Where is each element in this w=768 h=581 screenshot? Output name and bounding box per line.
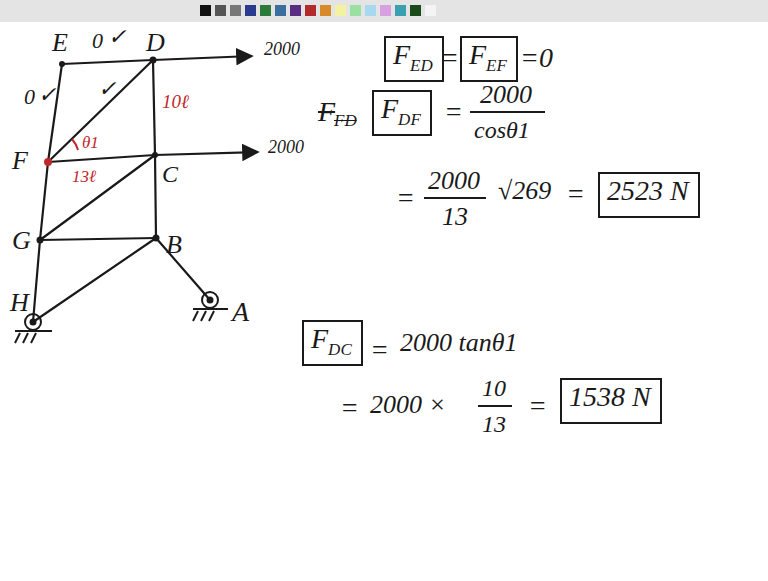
fraction-bars (424, 112, 545, 406)
box-text: F (393, 39, 410, 70)
equation-sign: = (444, 98, 463, 126)
subscript: DC (328, 340, 352, 359)
equation-sign: = (370, 336, 389, 364)
box-text: 2523 N (607, 175, 689, 206)
check-mark: ✓ (38, 84, 56, 106)
force-box: FDC (302, 320, 363, 366)
joint-letter: D (146, 30, 165, 56)
check-mark: ✓ (108, 26, 126, 48)
angle-arc (72, 139, 78, 150)
member-force: 0 (92, 30, 103, 52)
angle-label: θ1 (82, 134, 99, 151)
length-mark: 13ℓ (72, 168, 96, 185)
numerator: 2000 (428, 168, 480, 194)
denominator: 13 (442, 204, 468, 230)
pin-supports (15, 292, 228, 343)
box-text: F (381, 93, 398, 124)
joint-letter: C (162, 162, 178, 186)
numerator: 2000 (480, 82, 532, 108)
force-box: FDF (372, 90, 432, 136)
joints (37, 57, 160, 244)
joint-letter: F (12, 148, 28, 174)
force-box: FEF (460, 36, 518, 82)
joint-letter: G (12, 228, 31, 254)
force-box: FED (384, 36, 444, 82)
joint-letter: B (166, 232, 182, 258)
joint-letter: E (52, 30, 68, 56)
equation-sign: = (528, 392, 547, 420)
subscript: DF (398, 110, 421, 129)
subscript: ED (410, 56, 433, 75)
length-mark: 10ℓ (162, 92, 189, 111)
box-text: F (311, 323, 328, 354)
truss-members (33, 60, 210, 322)
equation-sign: = (396, 184, 415, 212)
load-arrows (153, 56, 258, 155)
result-box: 1538 N (560, 378, 662, 424)
equation-term: =0 (520, 44, 553, 72)
crossed-term: F (318, 98, 335, 126)
equation-sign: = (340, 394, 359, 422)
load-value: 2000 (268, 138, 304, 156)
equation-term: 2000 tanθ1 (400, 330, 518, 356)
equation-term: √269 (498, 178, 551, 204)
equation-sign: = (566, 180, 585, 208)
joint-letter: H (10, 290, 29, 316)
toolbar (0, 0, 768, 22)
numerator: 10 (482, 376, 506, 400)
member-force: 0 (24, 86, 35, 108)
box-text: F (469, 39, 486, 70)
subscript: EF (486, 56, 507, 75)
crossed-subscript: FD (334, 112, 357, 129)
toolbar-swatches (200, 5, 436, 16)
box-text: 1538 N (569, 381, 651, 412)
joint-letter: A (232, 298, 249, 326)
denominator: 13 (482, 412, 506, 436)
denominator: cosθ1 (474, 118, 530, 142)
load-value: 2000 (264, 40, 300, 58)
result-box: 2523 N (598, 172, 700, 218)
check-mark: ✓ (98, 78, 116, 100)
equation-term: 2000 × (370, 392, 446, 418)
